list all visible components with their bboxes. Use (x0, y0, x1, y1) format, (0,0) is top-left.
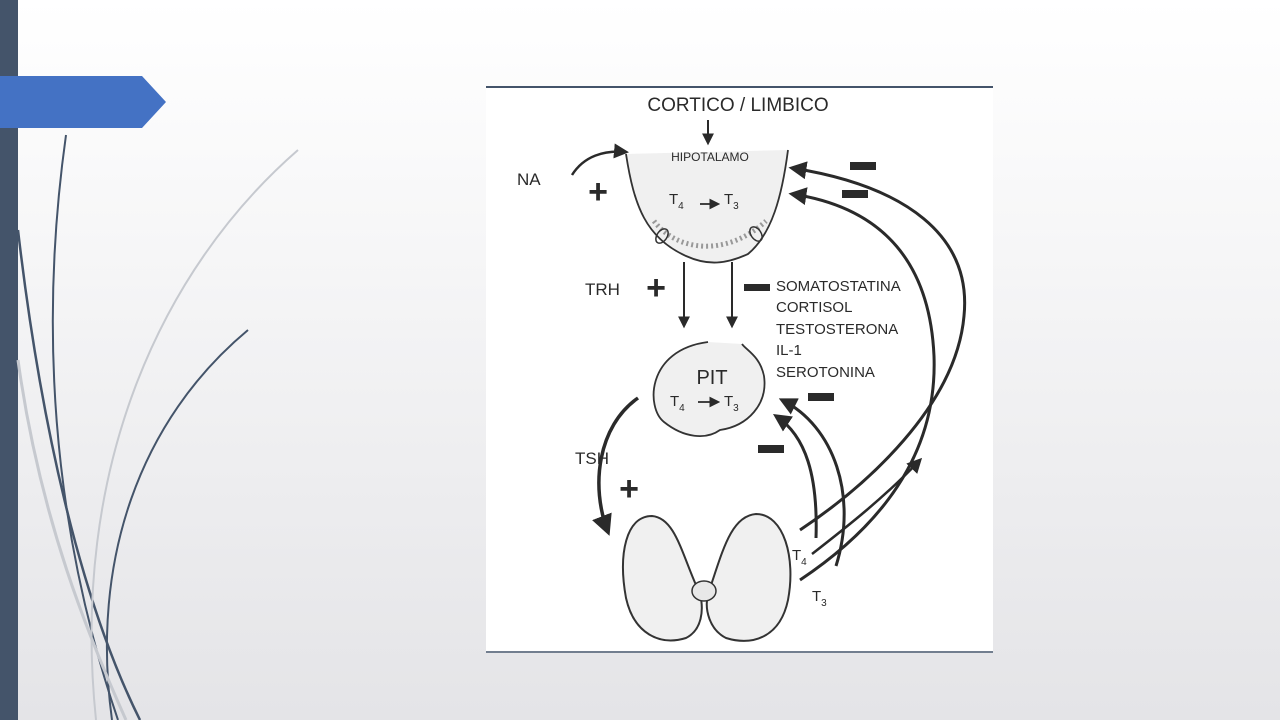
minus-sign-4 (758, 445, 784, 453)
pit-t4-label: T4 (670, 393, 685, 414)
hypothalamus-shape (625, 149, 789, 264)
feedback-arrow-inner (788, 187, 936, 582)
thyroid-t4-label: T4 (792, 547, 807, 568)
feedback-arrow-outer (788, 161, 967, 532)
pituitary-shape (652, 341, 766, 437)
tsh-plus-sign: + (619, 470, 639, 508)
hypo-t4-label: T4 (669, 191, 684, 212)
accent-tab (0, 76, 166, 128)
feedback-arrow-pit-1 (773, 414, 818, 539)
thyroid-left-lobe (622, 514, 703, 642)
na-plus-sign: + (588, 173, 608, 211)
hypo-t3-label: T3 (724, 191, 739, 212)
minus-sign-3 (808, 393, 834, 401)
sidebar-strip (0, 0, 18, 720)
minus-sign-2 (842, 190, 868, 198)
minus-sign-1 (850, 162, 876, 170)
trh-label: TRH (585, 280, 620, 299)
thyroid-axis-figure: CORTICO / LIMBICO HIPOTALAMO T4 T3 NA + … (486, 86, 993, 653)
inhibitor-list: SOMATOSTATINA CORTISOL TESTOSTERONA IL-1… (776, 278, 904, 381)
cortico-limbico-label: CORTICO / LIMBICO (647, 95, 828, 116)
trh-minus-sign (744, 284, 770, 291)
thyroid-right-lobe (705, 512, 792, 642)
feedback-arrow-pit-2 (778, 398, 846, 567)
pit-label: PIT (696, 367, 727, 389)
na-label: NA (517, 170, 541, 189)
pit-t3-label: T3 (724, 393, 739, 414)
thyroid-t3-label: T3 (812, 588, 827, 609)
decorative-curves (16, 134, 299, 720)
trh-plus-sign: + (646, 269, 666, 307)
hipotalamo-label: HIPOTALAMO (671, 150, 749, 164)
